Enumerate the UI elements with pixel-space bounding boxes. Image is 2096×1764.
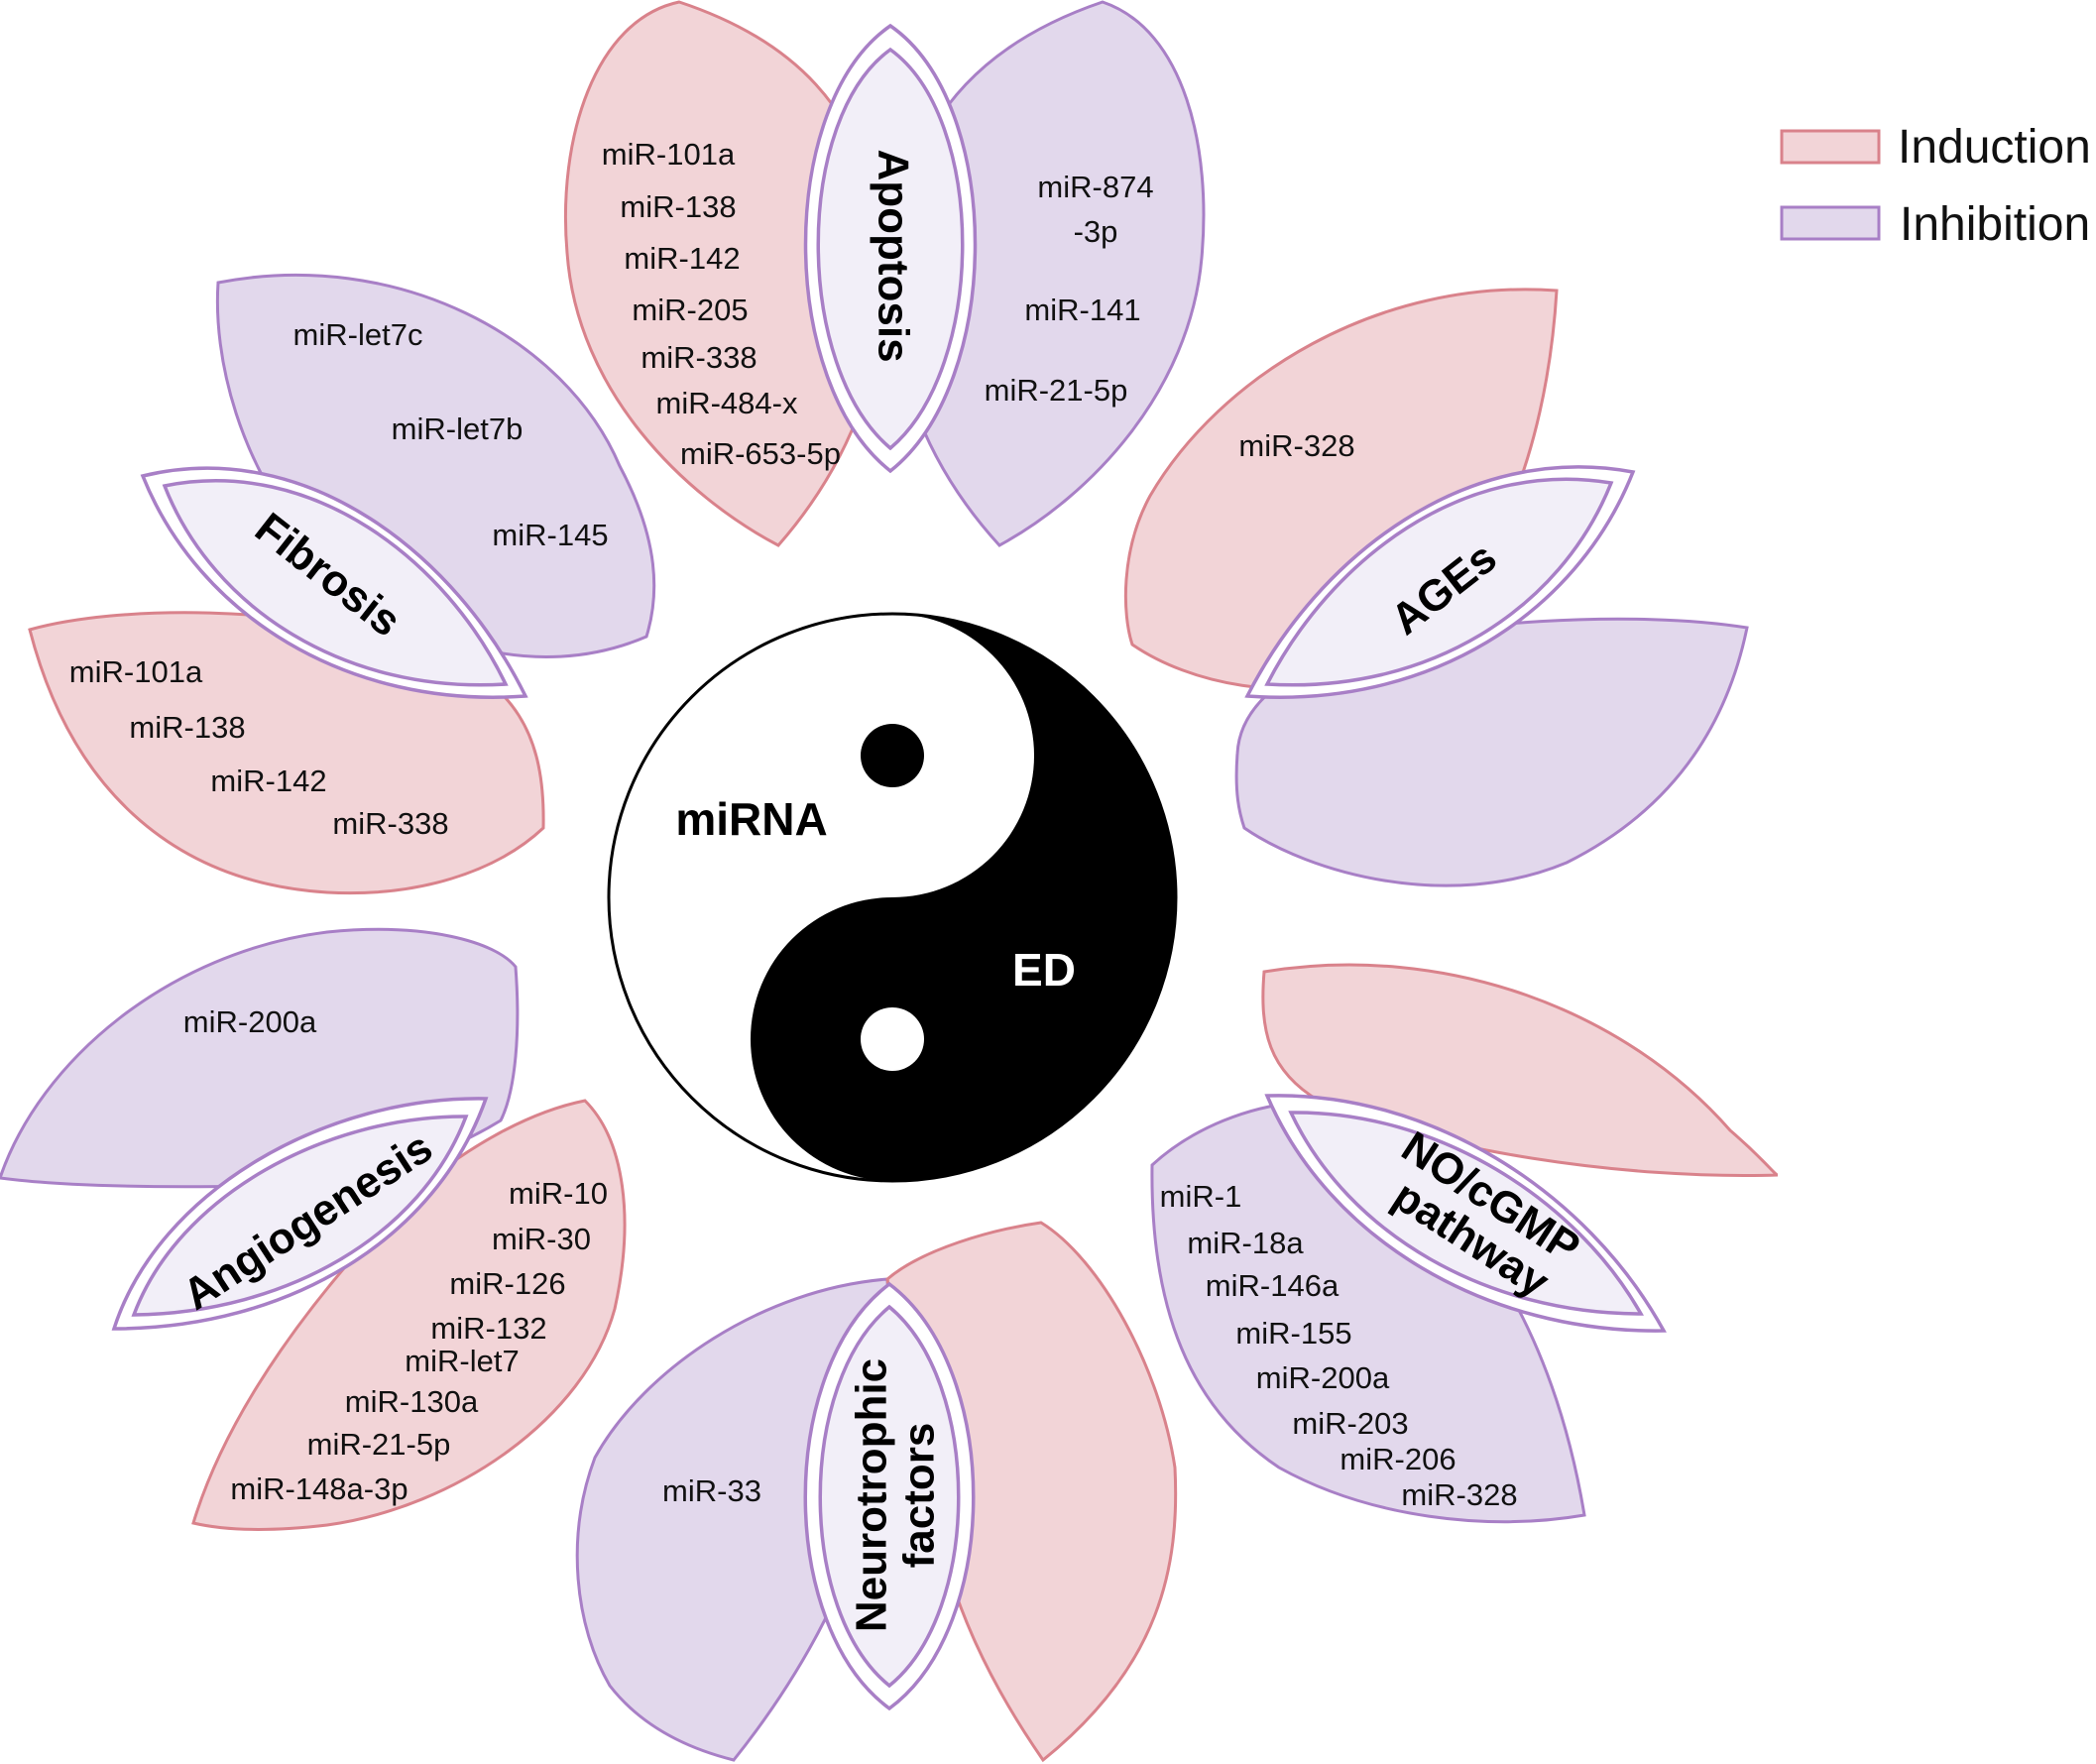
- mirna-label: miR-203: [1292, 1406, 1408, 1441]
- ages-capsule-inner: [1264, 477, 1614, 687]
- mirna-label: miR-21-5p: [985, 373, 1128, 408]
- neurotrophic-inhibition-list: miR-33: [662, 1473, 761, 1508]
- no-cgmp-group: NO/cGMP pathway miR-1 miR-18a miR-146a m…: [1150, 963, 1779, 1524]
- yin-yang-dark-half: [751, 614, 1176, 1181]
- mirna-label: miR-338: [640, 340, 757, 375]
- mirna-label: -3p: [1074, 214, 1118, 249]
- apoptosis-capsule-inner: [816, 47, 965, 451]
- mirna-label: miR-1: [1160, 1179, 1242, 1214]
- neurotrophic-group: Neurotrophic factors miR-33: [575, 1221, 1178, 1763]
- fibrosis-capsule-inner: [162, 479, 509, 687]
- mirna-label: miR-let7b: [392, 412, 524, 446]
- mirna-label: miR-let7: [405, 1344, 519, 1378]
- apoptosis-inhibition-list: miR-874 -3p miR-141 miR-21-5p: [985, 170, 1154, 408]
- apoptosis-label: Apoptosis: [869, 149, 917, 362]
- mirna-label: miR-484-x: [656, 386, 798, 420]
- fibrosis-group: Fibrosis miR-let7c miR-let7b miR-145 miR…: [28, 273, 656, 895]
- no-cgmp-capsule-inner: [1288, 1111, 1645, 1316]
- yin-yang-dark-dot: [861, 724, 924, 787]
- mirna-label: miR-30: [492, 1222, 591, 1256]
- no-cgmp-inhibition-list: miR-1 miR-18a miR-146a miR-155 miR-200a …: [1160, 1179, 1518, 1512]
- neurotrophic-capsule-inner: [818, 1304, 961, 1689]
- mirna-label: miR-18a: [1187, 1226, 1304, 1260]
- angiogenesis-induction-petal: [191, 1099, 627, 1531]
- apoptosis-induction-list: miR-101a miR-138 miR-142 miR-205 miR-338…: [602, 137, 841, 471]
- angiogenesis-inhibition-list: miR-200a: [183, 1004, 317, 1039]
- legend: Induction Inhibition: [1780, 121, 2091, 251]
- yin-yang-symbol: miRNA ED: [607, 612, 1178, 1183]
- fibrosis-induction-list: miR-101a miR-138 miR-142 miR-338: [69, 654, 449, 841]
- angiogenesis-group: Angiogenesis miR-200a miR-10 miR-30 miR-…: [0, 927, 627, 1531]
- mirna-label: miR-146a: [1206, 1268, 1339, 1303]
- ages-induction-list: miR-328: [1238, 428, 1354, 463]
- legend-induction-swatch: [1780, 129, 1881, 165]
- apoptosis-group: Apoptosis miR-101a miR-138 miR-142 miR-2…: [563, 0, 1206, 547]
- mirna-label: miR-126: [449, 1266, 565, 1301]
- legend-inhibition-swatch: [1780, 205, 1881, 241]
- mirna-label: miR-200a: [1256, 1360, 1390, 1395]
- mirna-label: miR-101a: [69, 654, 203, 689]
- mirna-label: miR-653-5p: [680, 436, 841, 471]
- mirna-label: miR-142: [624, 241, 740, 276]
- mirna-label: miR-328: [1238, 428, 1354, 463]
- mirna-label: miR-142: [210, 764, 326, 798]
- fibrosis-inhibition-list: miR-let7c miR-let7b miR-145: [293, 317, 609, 552]
- mirna-label: miR-145: [492, 518, 608, 552]
- mirna-label: miR-130a: [345, 1384, 479, 1419]
- legend-induction-label: Induction: [1898, 121, 2091, 174]
- mirna-label: miR-33: [662, 1473, 761, 1508]
- mirna-label: miR-138: [129, 710, 245, 745]
- angiogenesis-capsule-inner: [131, 1115, 469, 1317]
- mirna-label: miR-101a: [602, 137, 736, 172]
- mirna-label: miR-200a: [183, 1004, 317, 1039]
- mirna-label: miR-205: [632, 293, 748, 327]
- mirna-label: miR-148a-3p: [230, 1471, 408, 1506]
- mirna-label: miR-328: [1401, 1477, 1517, 1512]
- legend-inhibition-label: Inhibition: [1900, 198, 2090, 251]
- mirna-label: miR-let7c: [293, 317, 423, 352]
- yin-yang-light-dot: [861, 1007, 924, 1071]
- mirna-label: miR-10: [509, 1176, 608, 1211]
- neurotrophic-label-line1: Neurotrophic: [848, 1358, 896, 1632]
- mirna-label: miR-155: [1235, 1316, 1351, 1351]
- mirna-label: miR-141: [1024, 293, 1140, 327]
- center-mirna-label: miRNA: [675, 793, 827, 845]
- center-ed-label: ED: [1012, 944, 1076, 996]
- angiogenesis-induction-list: miR-10 miR-30 miR-126 miR-132 miR-let7 m…: [230, 1176, 608, 1506]
- mirna-label: miR-206: [1339, 1442, 1456, 1476]
- mirna-label: miR-132: [430, 1311, 546, 1346]
- mirna-label: miR-338: [332, 806, 448, 841]
- neurotrophic-label-line2: factors: [895, 1423, 944, 1569]
- mirna-label: miR-874: [1037, 170, 1153, 204]
- mirna-label: miR-21-5p: [307, 1427, 451, 1462]
- mirna-label: miR-138: [620, 189, 736, 224]
- ages-group: AGEs miR-328: [1123, 288, 1749, 887]
